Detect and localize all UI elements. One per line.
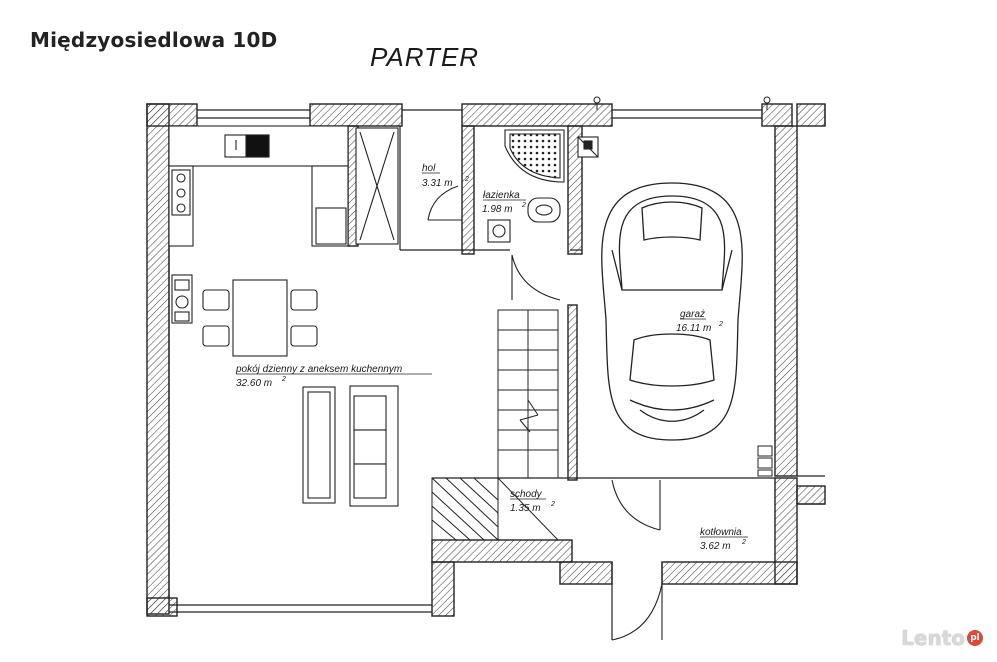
living-furniture <box>302 385 399 507</box>
wall-garage-right-outer <box>796 103 826 127</box>
wall-right-block <box>796 485 826 505</box>
label-schody-area: 1.35 m <box>510 503 541 514</box>
label-hol-area: 3.31 m <box>422 178 453 189</box>
watermark: Lento pl <box>901 626 983 650</box>
label-garaz-sup: 2 <box>718 321 723 328</box>
wall-top-1 <box>146 103 198 127</box>
wall-bottom-right <box>559 561 613 585</box>
label-lazienka-sup: 2 <box>521 202 526 209</box>
floor-title: PARTER <box>370 42 480 72</box>
label-schody-sup: 2 <box>550 501 555 508</box>
wall-bath-right <box>567 125 583 255</box>
hob-icon <box>176 173 186 183</box>
wall-garage-right <box>774 125 798 477</box>
sink-basin <box>245 134 270 158</box>
wall-left <box>146 103 170 615</box>
door-garage <box>611 479 661 531</box>
wall-top-2 <box>309 103 403 127</box>
doors <box>427 185 663 641</box>
watermark-text: Lento <box>901 626 965 650</box>
kitchen <box>168 125 399 324</box>
boiler-boxes <box>757 445 773 477</box>
label-pokoj-area: 32.60 m <box>236 378 272 389</box>
label-hol-sup: 2 <box>464 176 469 183</box>
wall-garage-left <box>567 304 578 481</box>
label-pokoj-sup: 2 <box>281 376 286 383</box>
address-title: Międzyosiedlowa 10D <box>30 28 278 52</box>
watermark-dot: pl <box>967 630 983 646</box>
wall-bottom-step2 <box>431 561 455 617</box>
door-kotlownia <box>611 583 663 641</box>
vent-symbols <box>593 96 771 110</box>
label-hol-name: hol <box>422 163 436 174</box>
bathroom <box>487 129 599 243</box>
label-schody-name: schody <box>510 489 543 500</box>
wall-bottom-left <box>146 597 178 617</box>
dining-set <box>202 279 318 357</box>
label-kotlownia-name: kotłownia <box>700 527 742 538</box>
wall-top-3 <box>461 103 613 127</box>
door-living <box>511 254 561 301</box>
wall-right-lower <box>774 477 798 585</box>
label-kotlownia-sup: 2 <box>741 539 746 546</box>
chair-icon <box>202 289 230 311</box>
staircase <box>431 309 559 541</box>
label-kotlownia-area: 3.62 m <box>700 541 731 552</box>
label-pokoj-name: pokój dzienny z aneksem kuchennym <box>235 364 402 375</box>
wall-bottom-step <box>431 539 573 563</box>
walls <box>146 103 826 617</box>
kitchen-fridge-cell <box>315 207 347 245</box>
door-hol <box>427 185 459 221</box>
room-labels: hol 3.31 m 2 łazienka 1.98 m 2 garaż 16.… <box>235 163 748 552</box>
label-garaz-name: garaż <box>680 309 705 320</box>
label-garaz-area: 16.11 m <box>676 323 711 334</box>
label-lazienka-name: łazienka <box>483 190 520 201</box>
dining-table <box>232 279 288 357</box>
car-icon <box>601 182 743 441</box>
label-lazienka-area: 1.98 m <box>482 204 513 215</box>
wall-bath-left <box>461 125 475 255</box>
